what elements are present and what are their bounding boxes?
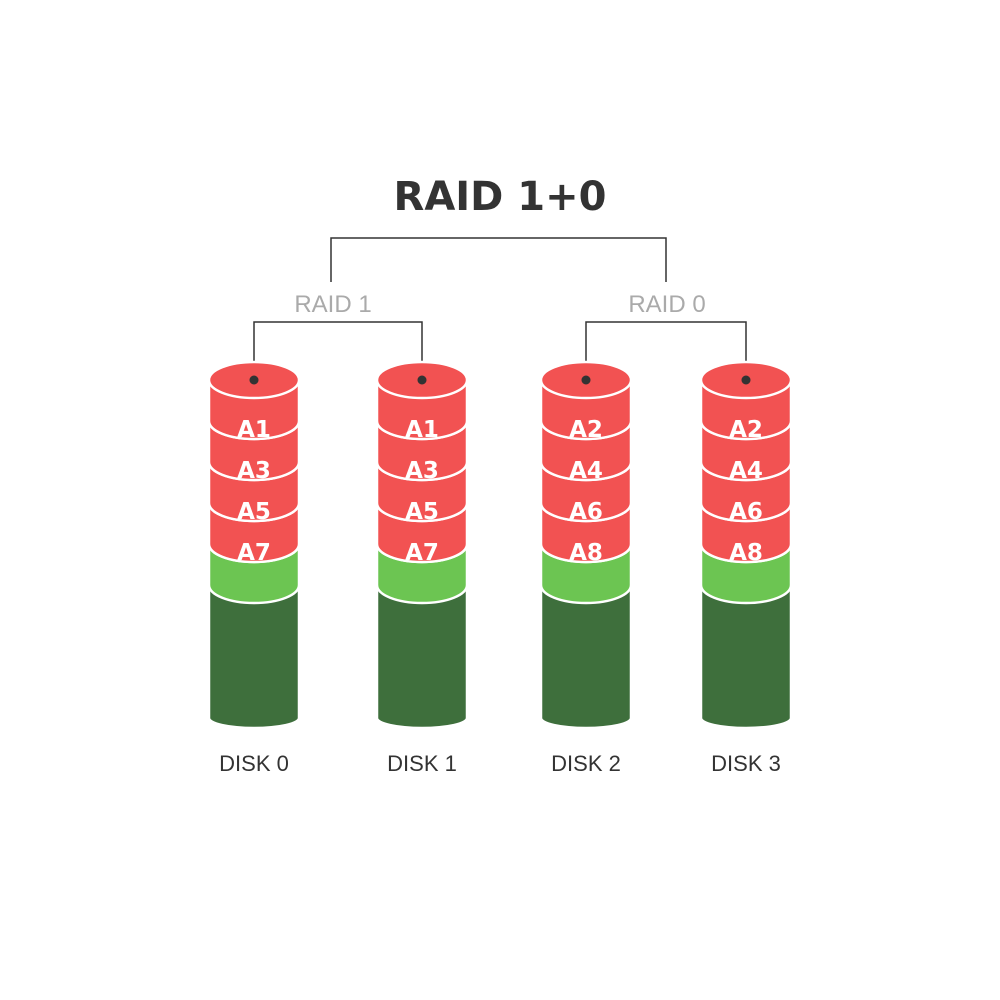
block-label-a3: A3	[237, 458, 271, 484]
group-label-raid-0: RAID 0	[628, 291, 705, 318]
block-label-a6: A6	[569, 499, 603, 525]
connector-dots	[249, 375, 751, 385]
disk-label-1: DISK 1	[387, 751, 457, 776]
block-label-a1: A1	[405, 417, 439, 443]
disk-label-3: DISK 3	[711, 751, 781, 776]
block-label-a7: A7	[237, 540, 271, 566]
block-label-a8: A8	[729, 540, 763, 566]
connector-dot	[741, 375, 751, 385]
block-label-a4: A4	[729, 458, 763, 484]
disk-label-2: DISK 2	[551, 751, 621, 776]
group-label-raid-1: RAID 1	[294, 291, 371, 318]
block-label-a3: A3	[405, 458, 439, 484]
block-label-a1: A1	[237, 417, 271, 443]
block-label-a5: A5	[405, 499, 439, 525]
disk-body	[375, 583, 469, 730]
disk-body	[699, 583, 793, 730]
group-connector-raid-1	[253, 321, 423, 380]
disk-label-0: DISK 0	[219, 751, 289, 776]
block-label-a5: A5	[237, 499, 271, 525]
disk-body	[207, 583, 301, 730]
block-label-a2: A2	[569, 417, 603, 443]
connector-dot	[581, 375, 591, 385]
block-label-a6: A6	[729, 499, 763, 525]
disk-body	[539, 583, 633, 730]
title-connector	[330, 237, 667, 282]
connector-dot	[249, 375, 259, 385]
group-connector-raid-0	[585, 321, 747, 380]
block-label-a7: A7	[405, 540, 439, 566]
block-label-a4: A4	[569, 458, 603, 484]
connector-dot	[417, 375, 427, 385]
block-label-a2: A2	[729, 417, 763, 443]
diagram-title: RAID 1+0	[394, 174, 607, 220]
block-label-a8: A8	[569, 540, 603, 566]
